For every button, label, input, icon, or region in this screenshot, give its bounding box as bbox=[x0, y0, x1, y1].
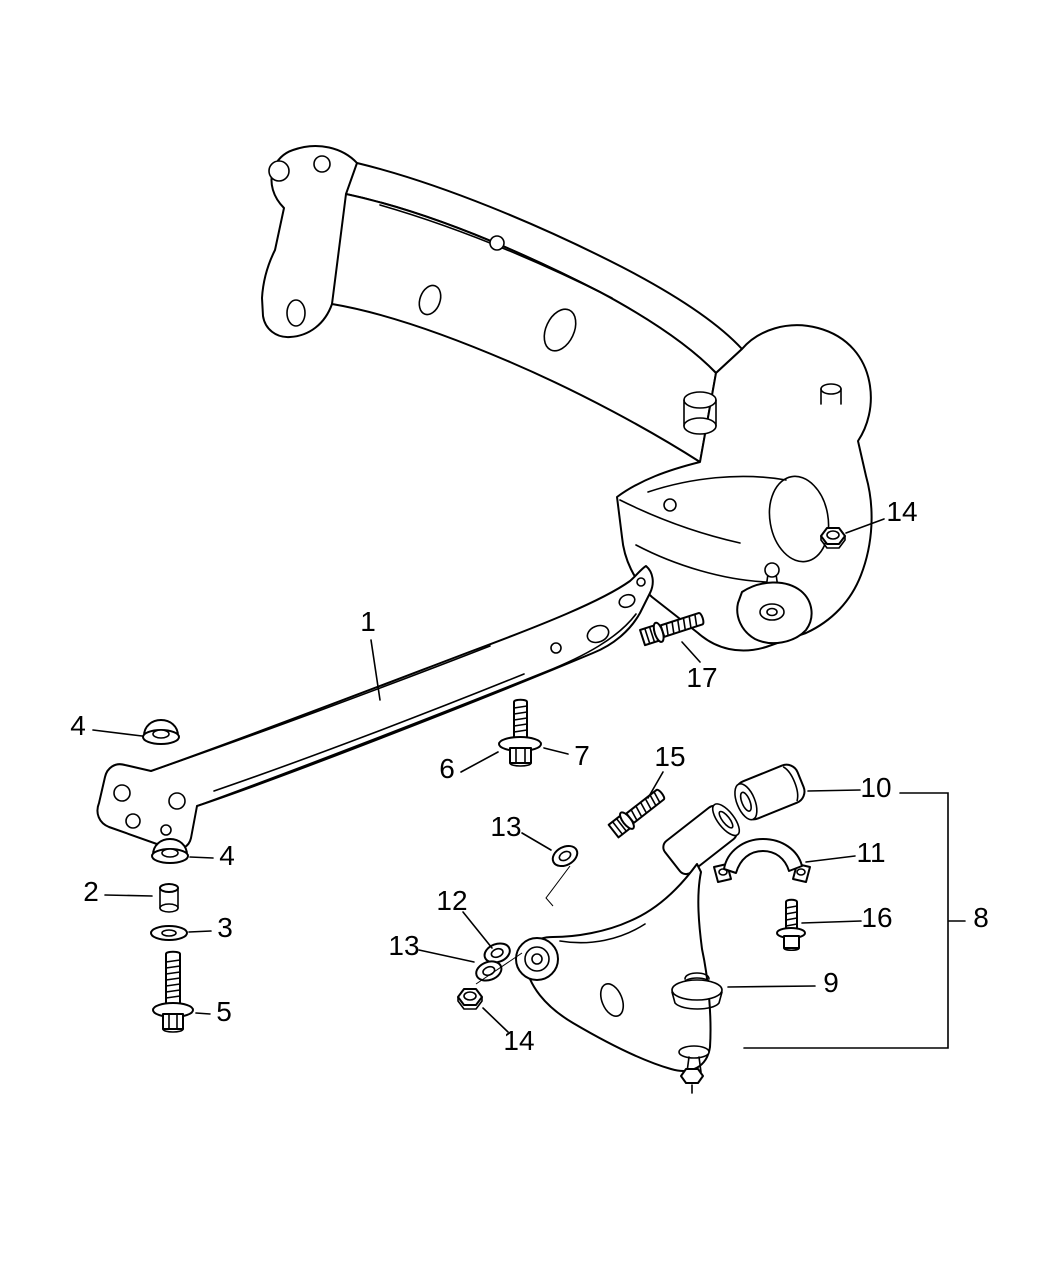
callout-6-label: 6 bbox=[439, 753, 455, 784]
callout-16-label: 16 bbox=[861, 902, 892, 933]
callout-7-label: 7 bbox=[574, 740, 590, 771]
part-bushing-9 bbox=[671, 972, 723, 1010]
part-spacer-2 bbox=[159, 883, 179, 913]
callout-12-label: 12 bbox=[436, 885, 467, 916]
part-grommet-4-upper bbox=[142, 719, 180, 745]
callout-15-leader bbox=[647, 771, 664, 799]
callout-13a-label: 13 bbox=[490, 811, 521, 842]
callout-11-leader bbox=[805, 855, 856, 863]
callout-9-label: 9 bbox=[823, 967, 839, 998]
axis-line-lower bbox=[475, 952, 523, 985]
callout-15-label: 15 bbox=[654, 741, 685, 772]
callout-10-leader bbox=[807, 789, 861, 792]
part-clamp-11 bbox=[713, 838, 811, 883]
callout-4b-label: 4 bbox=[219, 840, 235, 871]
part-nut-14-lower bbox=[457, 988, 483, 1010]
callout-12-leader bbox=[462, 911, 493, 949]
callout-17-label: 17 bbox=[686, 662, 717, 693]
part-lower-control-arm bbox=[515, 803, 741, 1094]
callout-1-leader bbox=[370, 639, 381, 701]
callout-2-label: 2 bbox=[83, 876, 99, 907]
part-bolt-16 bbox=[776, 898, 806, 952]
callout-13b-label: 13 bbox=[388, 930, 419, 961]
callout-17-leader bbox=[681, 641, 701, 663]
callout-13b-leader bbox=[418, 949, 475, 963]
part-bolt-6-7 bbox=[498, 698, 542, 767]
part-grommet-4-lower bbox=[151, 838, 189, 864]
callout-13a-leader bbox=[521, 832, 552, 851]
callout-5-leader bbox=[195, 1012, 211, 1015]
callout-7-leader bbox=[543, 747, 569, 755]
callout-3-label: 3 bbox=[217, 912, 233, 943]
callout-4a-label: 4 bbox=[70, 710, 86, 741]
callout-10-label: 10 bbox=[860, 772, 891, 803]
part-bushing-10 bbox=[734, 763, 806, 821]
callout-14a-leader bbox=[845, 518, 885, 534]
part-support-bracket bbox=[96, 565, 654, 851]
callout-14b-label: 14 bbox=[503, 1025, 534, 1056]
callout-4a-leader bbox=[92, 729, 143, 737]
part-nut-14-upper bbox=[820, 527, 846, 549]
callout-2-leader bbox=[104, 894, 153, 897]
part-bolt-5 bbox=[152, 950, 194, 1033]
part-washer-13-upper bbox=[551, 844, 579, 868]
part-bolt-15 bbox=[607, 788, 666, 839]
part-crossmember bbox=[261, 145, 873, 652]
callout-9-leader bbox=[727, 985, 816, 988]
callout-14a-label: 14 bbox=[886, 496, 917, 527]
callout-3-leader bbox=[188, 930, 212, 933]
callout-4b-leader bbox=[189, 856, 214, 859]
callout-16-leader bbox=[801, 920, 862, 924]
callout-14b-leader bbox=[482, 1007, 509, 1033]
part-washer-3 bbox=[150, 925, 188, 941]
part-ball-joint bbox=[678, 1045, 710, 1094]
callout-6-leader bbox=[460, 751, 499, 773]
callout-8-bracket bbox=[743, 792, 949, 1049]
part-washers-12-13 bbox=[475, 942, 511, 982]
callout-11-label: 11 bbox=[856, 837, 885, 868]
callout-8-label: 8 bbox=[973, 902, 989, 933]
part-bolt-17 bbox=[639, 612, 705, 647]
axis-line-upper bbox=[545, 865, 571, 907]
callout-5-label: 5 bbox=[216, 996, 232, 1027]
callout-1-label: 1 bbox=[360, 606, 376, 637]
